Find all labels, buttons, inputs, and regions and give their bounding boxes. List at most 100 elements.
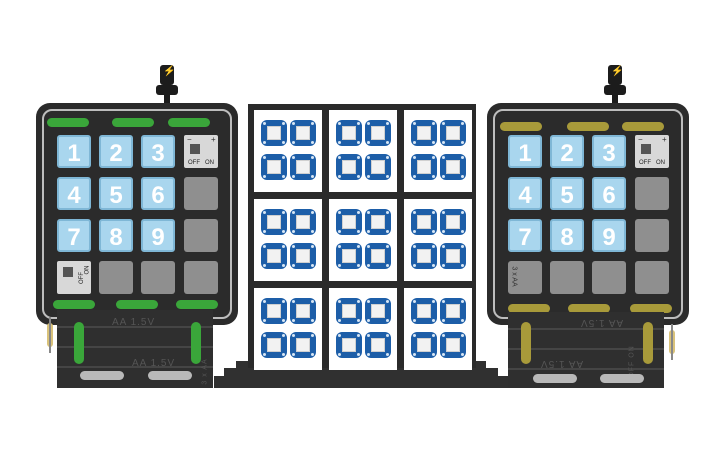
led-chip — [371, 338, 385, 352]
solder-pad — [263, 264, 266, 267]
led-chip — [371, 304, 385, 318]
battery-side-label: 3 x AA — [201, 358, 209, 385]
led-chip — [446, 160, 460, 174]
solder-pad — [432, 156, 435, 159]
key-7[interactable]: 7 — [57, 219, 91, 252]
led-pixel — [336, 332, 362, 358]
solder-pad — [263, 230, 266, 233]
key-9[interactable]: 9 — [592, 219, 626, 252]
solder-pad — [263, 211, 266, 214]
terminal — [74, 322, 84, 364]
led-pixel — [440, 298, 466, 324]
solder-pad — [263, 156, 266, 159]
key-6[interactable]: 6 — [592, 177, 626, 210]
matrix-cell — [329, 110, 397, 192]
key-8[interactable]: 8 — [550, 219, 584, 252]
key-5[interactable]: 5 — [550, 177, 584, 210]
solder-pad — [292, 141, 295, 144]
solder-pad — [413, 319, 416, 322]
led-pixel — [440, 154, 466, 180]
solder-pad — [432, 122, 435, 125]
led-chip — [417, 126, 431, 140]
solder-pad — [386, 245, 389, 248]
led-pixel — [290, 209, 316, 235]
solder-pad — [357, 175, 360, 178]
lightning-icon: ⚡ — [611, 66, 624, 77]
led-chip — [342, 215, 356, 229]
key-1[interactable]: 1 — [508, 135, 542, 168]
usb-wire — [612, 94, 618, 106]
switch-knob[interactable] — [190, 144, 200, 154]
solder-pad — [386, 175, 389, 178]
solder-pad — [311, 353, 314, 356]
solder-pad — [338, 230, 341, 233]
solder-pad — [282, 319, 285, 322]
key-7[interactable]: 7 — [508, 219, 542, 252]
battery-label: AA 1.5V — [112, 317, 156, 328]
solder-pad — [442, 334, 445, 337]
solder-pad — [413, 334, 416, 337]
switch-on-label: ON — [84, 265, 91, 275]
terminal — [521, 322, 531, 364]
power-switch[interactable]: − + OFF ON — [635, 135, 669, 168]
battery-switch[interactable]: OFF ON — [57, 261, 91, 294]
solder-pad — [386, 141, 389, 144]
usb-plug — [608, 65, 622, 85]
key-9[interactable]: 9 — [141, 219, 175, 252]
empty-slot — [635, 261, 669, 294]
usb-plug — [160, 65, 174, 85]
key-4[interactable]: 4 — [508, 177, 542, 210]
terminal — [643, 322, 653, 364]
solder-pad — [413, 156, 416, 159]
led-pixel — [336, 209, 362, 235]
solder-pad — [263, 245, 266, 248]
key-6[interactable]: 6 — [141, 177, 175, 210]
key-2[interactable]: 2 — [550, 135, 584, 168]
pin-header — [47, 118, 89, 127]
solder-pad — [338, 245, 341, 248]
switch-off-label: OFF — [188, 160, 200, 166]
solder-pad — [311, 264, 314, 267]
led-chip — [417, 338, 431, 352]
solder-pad — [461, 175, 464, 178]
solder-pad — [413, 245, 416, 248]
switch-knob[interactable] — [641, 144, 651, 154]
led-chip — [296, 160, 310, 174]
solder-pad — [461, 230, 464, 233]
pin-header — [176, 300, 218, 309]
solder-pad — [282, 141, 285, 144]
solder-pad — [292, 245, 295, 248]
led-pixel — [336, 154, 362, 180]
pin-header — [168, 118, 210, 127]
led-chip — [417, 249, 431, 263]
solder-pad — [386, 353, 389, 356]
resistor-lead — [49, 317, 51, 353]
solder-pad — [461, 156, 464, 159]
led-chip — [371, 126, 385, 140]
key-4[interactable]: 4 — [57, 177, 91, 210]
solder-pad — [292, 319, 295, 322]
led-chip — [417, 215, 431, 229]
key-5[interactable]: 5 — [99, 177, 133, 210]
solder-pad — [292, 264, 295, 267]
solder-pad — [432, 264, 435, 267]
switch-knob[interactable] — [63, 267, 73, 277]
key-8[interactable]: 8 — [99, 219, 133, 252]
usb-connector — [604, 85, 626, 95]
solder-pad — [263, 300, 266, 303]
solder-pad — [461, 264, 464, 267]
led-chip — [267, 126, 281, 140]
solder-pad — [311, 211, 314, 214]
led-pixel — [365, 298, 391, 324]
led-pixel — [365, 209, 391, 235]
power-switch[interactable]: − + OFF ON — [184, 135, 218, 168]
key-3[interactable]: 3 — [141, 135, 175, 168]
key-1[interactable]: 1 — [57, 135, 91, 168]
solder-pad — [461, 122, 464, 125]
key-2[interactable]: 2 — [99, 135, 133, 168]
led-pixel — [290, 298, 316, 324]
solder-pad — [432, 353, 435, 356]
pin-header — [567, 122, 609, 131]
key-3[interactable]: 3 — [592, 135, 626, 168]
solder-pad — [442, 264, 445, 267]
